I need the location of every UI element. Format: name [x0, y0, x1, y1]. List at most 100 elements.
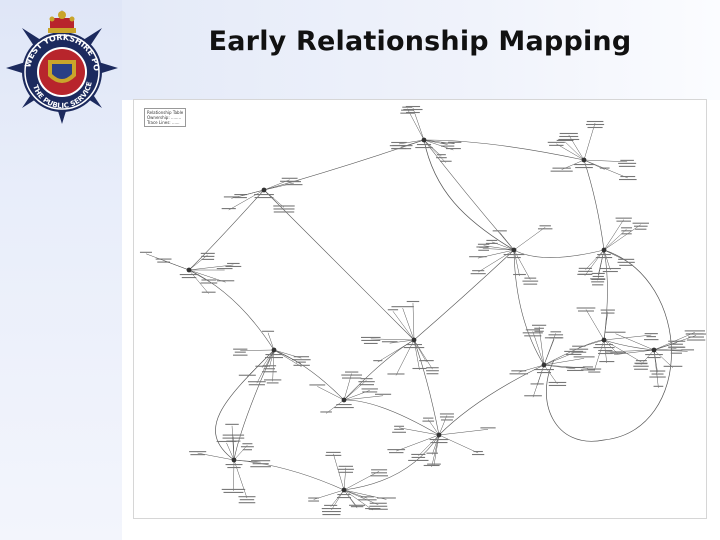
node-label-scribble [598, 352, 613, 355]
node-label-scribble [646, 336, 656, 338]
node-label-scribble [620, 159, 634, 161]
node-label-scribble [394, 428, 404, 430]
network-edge [273, 349, 345, 401]
node-label-scribble [394, 425, 405, 427]
node-label-scribble [221, 488, 246, 490]
node-label-scribble [263, 379, 282, 381]
network-edge [653, 335, 697, 351]
network-edge [614, 349, 655, 355]
node-label-scribble [360, 336, 381, 339]
network-edge [653, 332, 695, 351]
network-edge [423, 139, 447, 163]
node-label-scribble [559, 132, 578, 135]
node-label-scribble [582, 366, 594, 368]
node-label-scribble [615, 217, 632, 219]
node-label-scribble [261, 371, 277, 373]
node-label-scribble [401, 109, 414, 111]
node-label-scribble [234, 197, 247, 199]
node-label-scribble [370, 475, 388, 477]
node-label-scribble [616, 220, 631, 222]
node-label-scribble [345, 371, 359, 373]
node-label-scribble [429, 439, 449, 441]
node-label-scribble [617, 261, 635, 263]
node-label-scribble [426, 452, 438, 454]
network-edge [478, 249, 515, 273]
node-label-scribble [649, 370, 666, 372]
node-label-scribble [248, 384, 265, 386]
network-edge [603, 334, 652, 341]
network-edge [263, 189, 285, 208]
network-edge [532, 364, 545, 398]
node-label-scribble [440, 142, 455, 144]
node-label-scribble [445, 148, 461, 150]
node-label-scribble [534, 369, 554, 371]
network-edge [333, 453, 345, 491]
network-edge [546, 249, 672, 442]
node-label-scribble [649, 376, 666, 378]
police-crest-logo: WEST YORKSHIRE POLICE THE PUBLIC SERVICE [0, 0, 122, 132]
node-label-scribble [427, 463, 441, 465]
node-label-scribble [238, 374, 256, 376]
node-label-scribble [320, 411, 332, 413]
legend-line: Relationship Table [147, 110, 184, 115]
node-label-scribble [503, 254, 525, 256]
node-label-scribble [238, 496, 256, 498]
node-label-scribble [365, 508, 381, 510]
node-label-scribble [601, 312, 615, 314]
node-label-scribble [567, 369, 584, 372]
node-label-scribble [585, 123, 605, 126]
node-label-scribble [181, 277, 197, 279]
network-edge [343, 434, 440, 491]
network-edge [513, 249, 545, 366]
node-label-scribble [408, 459, 429, 461]
node-label-scribble [238, 502, 256, 504]
node-label-scribble [618, 258, 635, 260]
network-edge [428, 419, 440, 436]
node-label-scribble [600, 309, 615, 311]
node-label-scribble [430, 442, 448, 444]
network-edge [226, 442, 235, 461]
node-label-scribble [242, 449, 252, 451]
node-label-scribble [569, 348, 589, 350]
node-label-scribble [440, 145, 455, 147]
node-label-scribble [369, 502, 387, 504]
node-label-scribble [363, 342, 378, 345]
node-label-scribble [239, 499, 255, 501]
network-hub-node [511, 247, 517, 253]
node-label-scribble [633, 225, 648, 227]
network-edge [603, 229, 627, 251]
node-label-scribble [539, 225, 551, 227]
node-label-scribble [599, 267, 621, 270]
network-graph [139, 105, 706, 516]
node-label-scribble [293, 356, 310, 358]
node-label-scribble [415, 147, 433, 149]
network-edge [233, 459, 235, 491]
node-label-scribble [573, 164, 595, 166]
node-label-scribble [392, 144, 406, 147]
network-edge [583, 159, 628, 163]
network-edge [188, 254, 208, 271]
network-edge [413, 339, 440, 436]
node-label-scribble [534, 330, 544, 332]
node-label-scribble [599, 361, 615, 363]
node-label-scribble [571, 351, 587, 353]
network-edge [407, 108, 425, 141]
node-label-scribble [326, 451, 341, 453]
network-edge [438, 364, 545, 436]
node-label-scribble [227, 467, 241, 469]
node-label-scribble [644, 339, 659, 341]
node-label-scribble [522, 332, 543, 334]
node-label-scribble [618, 162, 637, 164]
node-label-scribble [286, 181, 302, 183]
node-label-scribble [322, 514, 341, 516]
network-hub-node [341, 487, 347, 493]
network-edge [653, 348, 677, 351]
node-label-scribble [405, 105, 421, 108]
network-edge [603, 224, 641, 251]
node-label-scribble [225, 464, 243, 466]
node-label-scribble [651, 373, 664, 375]
node-label-scribble [360, 378, 373, 380]
network-edge [423, 139, 448, 145]
network-edge [263, 139, 425, 191]
node-label-scribble [281, 177, 298, 179]
